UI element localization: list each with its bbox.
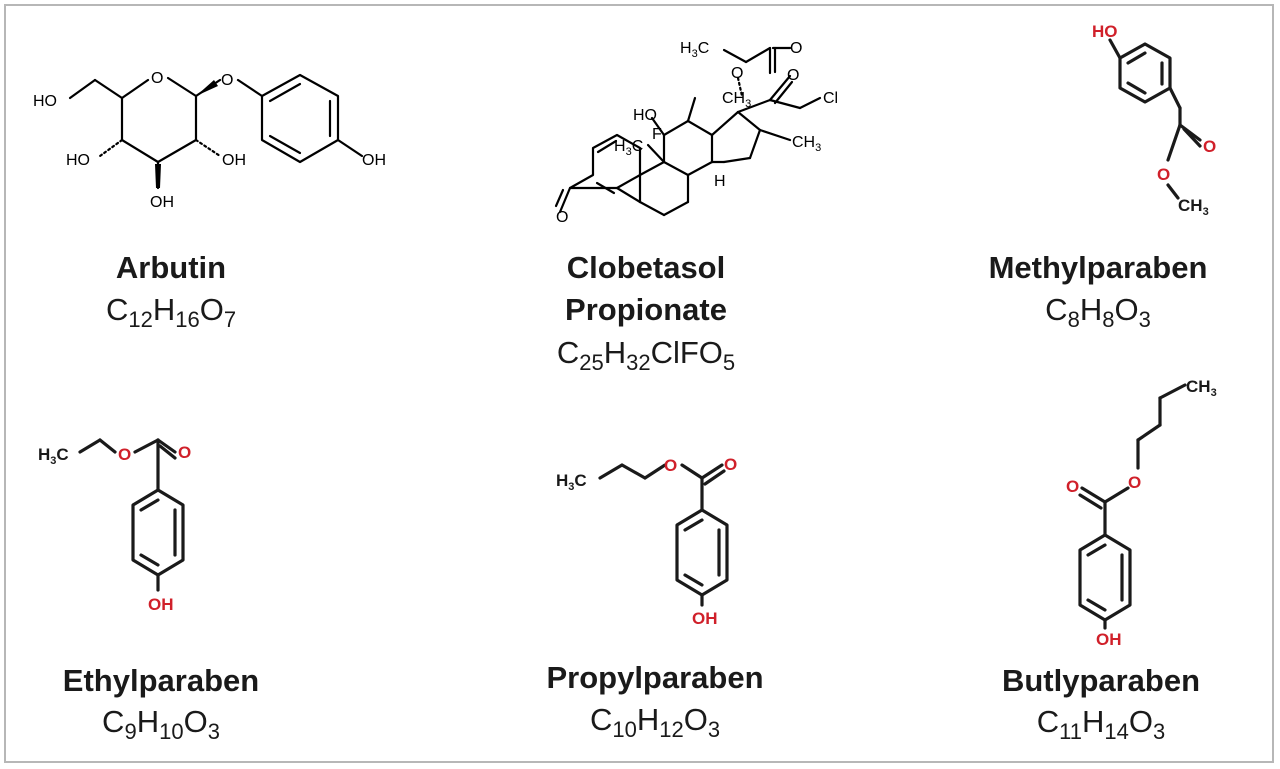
formula-subscript: 16 <box>175 307 200 332</box>
arbutin-ring-o: O <box>151 70 163 87</box>
formula-element: O <box>1114 292 1139 327</box>
ethylparaben-oh: OH <box>148 595 174 614</box>
methylparaben-o-ester: O <box>1157 165 1170 184</box>
compound-formula-propylparaben: C10H12O3 <box>455 702 855 741</box>
formula-subscript: 10 <box>159 719 184 744</box>
clob-ch3-17: CH3 <box>722 90 751 110</box>
clob-ch3-16: CH3 <box>792 134 821 154</box>
compound-formula-butlyparaben: C11H14O3 <box>901 704 1280 743</box>
butylparaben-ch3: CH3 <box>1186 377 1217 399</box>
methylparaben-ch3: CH3 <box>1178 196 1209 218</box>
arbutin-ho-left: HO <box>66 152 90 169</box>
ethylparaben-structure: H3C O O OH <box>38 438 191 614</box>
methylparaben-ho: HO <box>1092 22 1118 41</box>
propylparaben-h3c: H3C <box>556 471 587 493</box>
formula-subscript: 7 <box>223 307 237 332</box>
butylparaben-oh: OH <box>1096 630 1122 649</box>
compound-formula-arbutin: C12H16O7 <box>0 292 371 331</box>
compound-name-methylparaben: Methylparaben <box>988 250 1208 285</box>
compound-name-clobetasol-line2: Propionate <box>565 292 727 327</box>
compound-name-ethylparaben: Ethylparaben <box>62 663 260 698</box>
propylparaben-o-carbonyl: O <box>724 455 737 474</box>
clob-h3c-9: H3C <box>614 138 643 158</box>
arbutin-structure: O O HO HO OH OH OH <box>33 70 386 211</box>
formula-subscript: 12 <box>659 717 684 742</box>
compound-formula-methylparaben: C8H8O3 <box>898 292 1280 331</box>
formula-element: C <box>102 704 125 739</box>
formula-element: H <box>1081 704 1105 739</box>
arbutin-oh-right: OH <box>222 152 246 169</box>
formula-subscript: 9 <box>124 719 137 744</box>
butylparaben-o-carbonyl: O <box>1066 477 1079 496</box>
formula-element: O <box>1128 704 1153 739</box>
ethylparaben-h3c: H3C <box>38 445 69 467</box>
compound-name-butlyparaben: Butlyparaben <box>1001 663 1201 698</box>
compound-name-arbutin: Arbutin <box>115 250 227 285</box>
formula-subscript: 8 <box>1102 307 1115 332</box>
clobetasol-structure: H3C O O HO CH3 O Cl F H3C CH3 H O <box>554 40 838 226</box>
methylparaben-structure: HO O O CH3 <box>1092 22 1216 218</box>
compound-name-clobetasol-line1: Clobetasol <box>566 250 726 285</box>
propylparaben-o-ester: O <box>664 456 677 475</box>
formula-element: O <box>183 704 208 739</box>
formula-element: C <box>105 292 129 327</box>
clob-h-14: H <box>714 173 726 190</box>
formula-element: H <box>603 335 627 370</box>
formula-subscript: 8 <box>1067 307 1080 332</box>
clob-o-ketone: O <box>787 67 799 84</box>
compound-formula-clobetasol: C25H32ClFO5 <box>446 335 846 374</box>
formula-element: O <box>199 292 224 327</box>
formula-subscript: 10 <box>612 717 637 742</box>
formula-element: H <box>136 704 160 739</box>
compound-formula-ethylparaben: C9H10O3 <box>0 704 361 743</box>
formula-element: C <box>1045 292 1068 327</box>
figure-frame <box>4 4 1274 763</box>
formula-element: H <box>636 702 660 737</box>
formula-subscript: 14 <box>1104 719 1129 744</box>
clob-h3c-top: H3C <box>680 40 709 60</box>
formula-subscript: 11 <box>1059 719 1082 744</box>
arbutin-link-o: O <box>221 72 233 89</box>
propylparaben-oh: OH <box>692 609 718 628</box>
formula-element: O <box>683 702 708 737</box>
formula-element: C <box>556 335 580 370</box>
formula-subscript: 32 <box>626 350 651 375</box>
clob-ho: HO <box>633 107 657 124</box>
formula-element: H <box>152 292 176 327</box>
formula-element: C <box>1036 704 1060 739</box>
ethylparaben-o-carbonyl: O <box>178 443 191 462</box>
methylparaben-o-carbonyl: O <box>1203 137 1216 156</box>
ethylparaben-o-ester: O <box>118 445 131 464</box>
arbutin-oh-bottom: OH <box>150 194 174 211</box>
formula-subscript: 3 <box>707 717 721 742</box>
formula-subscript: 25 <box>579 350 604 375</box>
clob-o-3: O <box>556 209 568 226</box>
clob-f: F <box>652 126 662 143</box>
butylparaben-structure: CH3 O O OH <box>1066 377 1217 649</box>
formula-element: ClFO <box>650 335 723 370</box>
butylparaben-o-ester: O <box>1128 473 1141 492</box>
formula-subscript: 12 <box>128 307 153 332</box>
clob-cl: Cl <box>823 90 838 107</box>
formula-subscript: 3 <box>207 719 220 744</box>
formula-subscript: 5 <box>722 350 736 375</box>
clob-o-carbonyl: O <box>790 40 802 57</box>
formula-subscript: 3 <box>1138 307 1151 332</box>
arbutin-ho-ch2: HO <box>33 93 57 110</box>
formula-subscript: 3 <box>1152 719 1166 744</box>
clob-o-ester: O <box>731 65 743 82</box>
propylparaben-structure: H3C O O OH <box>556 455 737 628</box>
formula-element: H <box>1079 292 1103 327</box>
compound-name-propylparaben: Propylparaben <box>546 660 764 695</box>
formula-element: C <box>589 702 613 737</box>
arbutin-phenol-oh: OH <box>362 152 386 169</box>
